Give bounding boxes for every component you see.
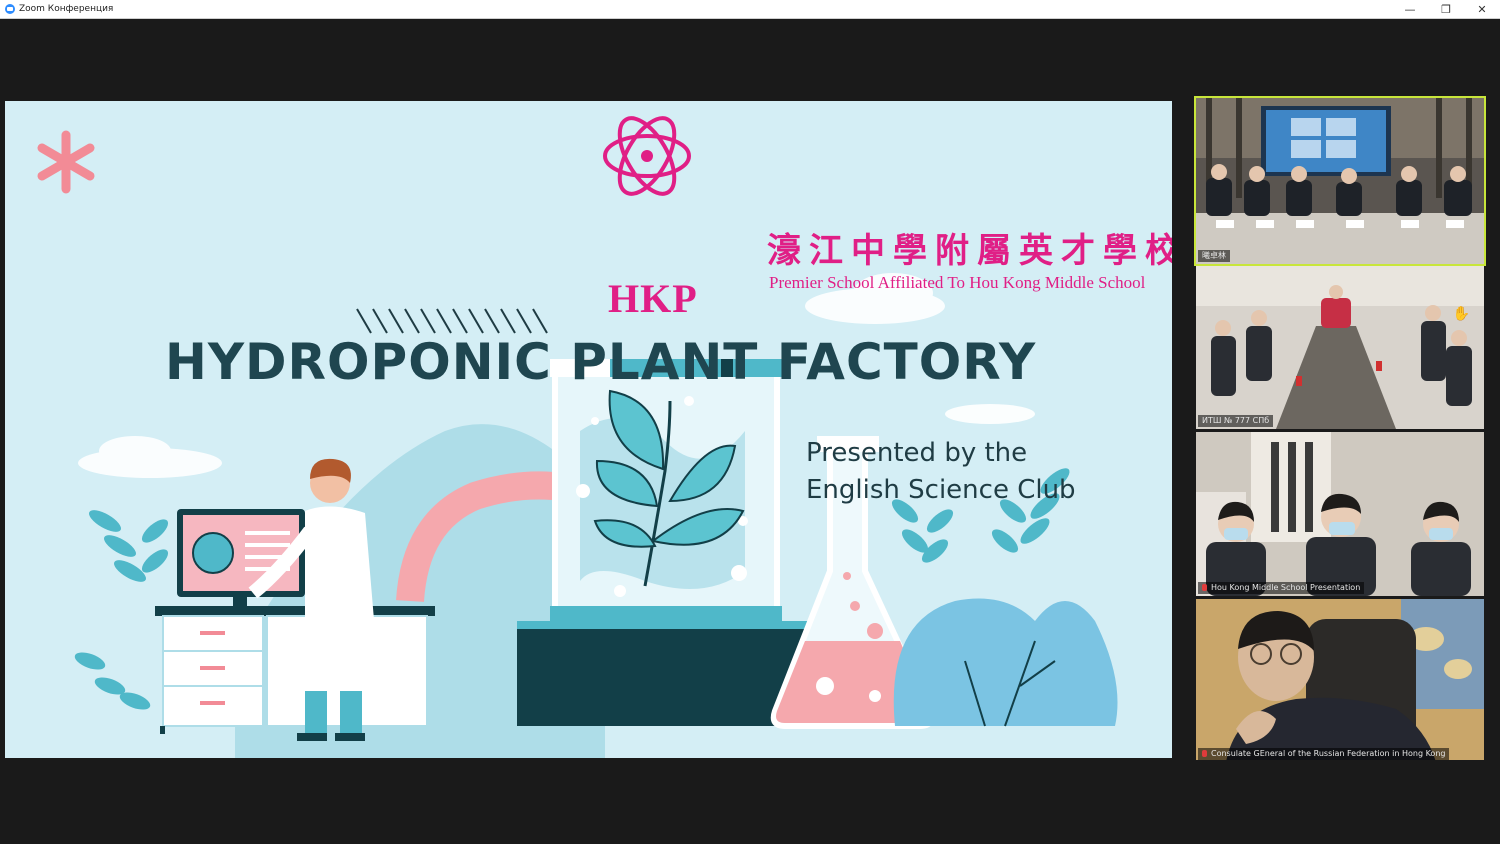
participant-video (1196, 266, 1484, 429)
participant-name-label: Hou Kong Middle School Presentation (1198, 582, 1365, 594)
asterisk-icon (37, 130, 95, 194)
window-controls: — ❐ ✕ (1392, 0, 1500, 18)
hatch-lines (356, 308, 548, 334)
participant-tile-1[interactable]: 曦卓林 (1194, 96, 1486, 266)
participant-video (1196, 599, 1484, 762)
participant-name-label: Consulate GEneral of the Russian Federat… (1198, 748, 1450, 760)
participant-tile-4[interactable]: Consulate GEneral of the Russian Federat… (1196, 599, 1484, 762)
participant-video (1196, 432, 1484, 596)
window-title: Zoom Конференция (19, 4, 114, 14)
maximize-button[interactable]: ❐ (1441, 2, 1451, 16)
slide-illustration (37, 116, 1118, 758)
shared-screen-slide[interactable]: HKP 濠江中學附屬英才學校 Premier School Affiliated… (5, 101, 1172, 758)
school-name-english: Premier School Affiliated To Hou Kong Mi… (769, 273, 1146, 292)
lab-desk (155, 606, 435, 734)
participant-name-label: 曦卓林 (1198, 250, 1230, 262)
slide-title: HYDROPONIC PLANT FACTORY (165, 333, 1037, 391)
tank-base (517, 626, 810, 726)
presented-line-1: Presented by the (806, 438, 1028, 468)
mic-muted-icon (1202, 584, 1207, 591)
participant-video (1196, 98, 1484, 264)
scientist-figure (248, 458, 380, 741)
presented-by-text: Presented by the English Science Club (806, 435, 1076, 509)
school-logo-text: HKP (608, 276, 698, 321)
flask-shape (770, 436, 935, 729)
close-button[interactable]: ✕ (1477, 2, 1487, 16)
window-titlebar: Zoom Конференция — ❐ ✕ (0, 0, 1500, 19)
school-logo-icon (603, 116, 691, 196)
cloud-shape (945, 404, 1035, 424)
meeting-bottom-area (0, 760, 1500, 844)
hydroponic-tank (550, 359, 782, 622)
blue-bush (893, 598, 1118, 726)
school-name-chinese: 濠江中學附屬英才學校 (767, 231, 1172, 271)
mic-muted-icon (1202, 750, 1207, 757)
participant-tile-2[interactable]: ✋ ИТШ № 777 СПб (1196, 266, 1484, 429)
participant-tile-3[interactable]: Hou Kong Middle School Presentation (1196, 432, 1484, 596)
pink-tube (396, 471, 555, 603)
raise-hand-icon: ✋ (1452, 306, 1470, 322)
zoom-app-icon (5, 4, 15, 14)
presented-line-2: English Science Club (806, 475, 1076, 505)
participant-name-label: ИТШ № 777 СПб (1198, 415, 1274, 427)
minimize-button[interactable]: — (1404, 2, 1416, 16)
